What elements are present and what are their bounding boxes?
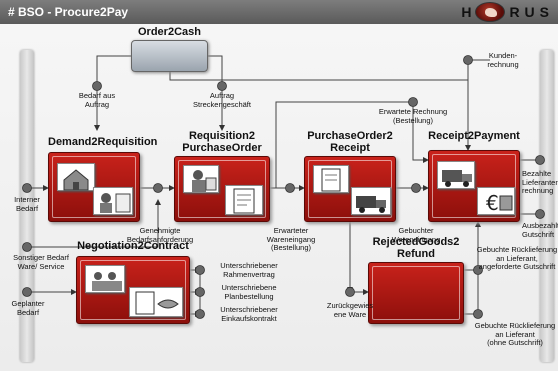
node-rahmenvertrag [195, 265, 205, 275]
rg2r-title-2: Refund [397, 248, 435, 260]
horus-logo: H RUS [461, 2, 554, 22]
clerk-icon [183, 165, 219, 193]
euro-payment-icon: € [477, 187, 515, 215]
order-doc-icon [313, 165, 349, 193]
wire-o2c-strecke [208, 55, 223, 86]
purchase-order-doc-icon [225, 185, 263, 215]
node-erwarteter-we [285, 183, 295, 193]
house-icon [57, 163, 95, 191]
node-geplanter [22, 287, 32, 297]
svg-text:€: € [486, 191, 499, 215]
r2p-title: Receipt2Payment [428, 130, 520, 142]
goods-truck-icon [437, 161, 475, 189]
r2po-title-2: PurchaseOrder [182, 142, 262, 154]
logo-letter-h: H [461, 4, 472, 20]
r2po-title-1: Requisition2 [188, 130, 255, 142]
node-ausbezahlte [535, 209, 545, 219]
n2c-title: Negotiation2Contract [77, 240, 189, 252]
node-genehmigte [153, 183, 163, 193]
rg2r-title-1: RejectedGoods2 [372, 236, 460, 248]
wire-sonstiger [27, 210, 159, 248]
node-erwartete-rechnung [408, 97, 418, 107]
node-bedarf-aus-auftrag [92, 81, 102, 91]
left-pillar [20, 50, 34, 362]
po2r-title-1: PurchaseOrder2 [307, 130, 393, 142]
horse-head-icon [475, 2, 506, 22]
label-erwartete-rechnung: Erwartete Rechnung(Bestellung) [378, 107, 448, 125]
node-gebuchter-we [411, 183, 421, 193]
receipt2payment-box[interactable]: € [428, 150, 520, 222]
right-pillar [540, 50, 554, 362]
negotiation-people-icon [85, 265, 125, 293]
node-bezahlte [535, 155, 545, 165]
wire-o2c-bedarf [96, 55, 131, 86]
node-rueck-gutschrift [473, 265, 483, 275]
wire-o2c-kunden [169, 72, 469, 86]
order2cash-box[interactable] [131, 40, 208, 72]
negotiation2contract-box[interactable] [76, 256, 190, 324]
node-rueck-ohne [473, 309, 483, 319]
node-sonstiger [22, 242, 32, 252]
d2r-title: Demand2Requisition [48, 136, 158, 148]
rejectedgoods2refund-box[interactable] [368, 262, 464, 324]
po2r-title-2: Receipt [330, 142, 370, 154]
label-ausbezahlte: AusbezahlteGutschrift [522, 222, 558, 239]
node-kundenrechnung [463, 55, 473, 65]
page-title: # BSO - Procure2Pay [8, 5, 129, 19]
node-zurueckgewiesen [345, 287, 355, 297]
node-einkaufskontrakt [195, 309, 205, 319]
delivery-truck-icon [351, 187, 391, 215]
contract-handshake-icon [129, 287, 183, 317]
node-interner-bedarf [22, 183, 32, 193]
po2receipt-box[interactable] [304, 156, 396, 222]
node-planbestellung [195, 287, 205, 297]
logo-letters: RUS [509, 4, 554, 20]
demand2requisition-box[interactable] [48, 152, 140, 222]
node-auftrag-strecke [217, 81, 227, 91]
title-bar: # BSO - Procure2Pay H RUS [0, 0, 558, 24]
requisition2po-box[interactable] [174, 156, 270, 222]
person-form-icon [93, 187, 133, 215]
label-kundenrechnung: Kunden-rechnung [487, 51, 519, 69]
order2cash-title: Order2Cash [138, 26, 201, 38]
